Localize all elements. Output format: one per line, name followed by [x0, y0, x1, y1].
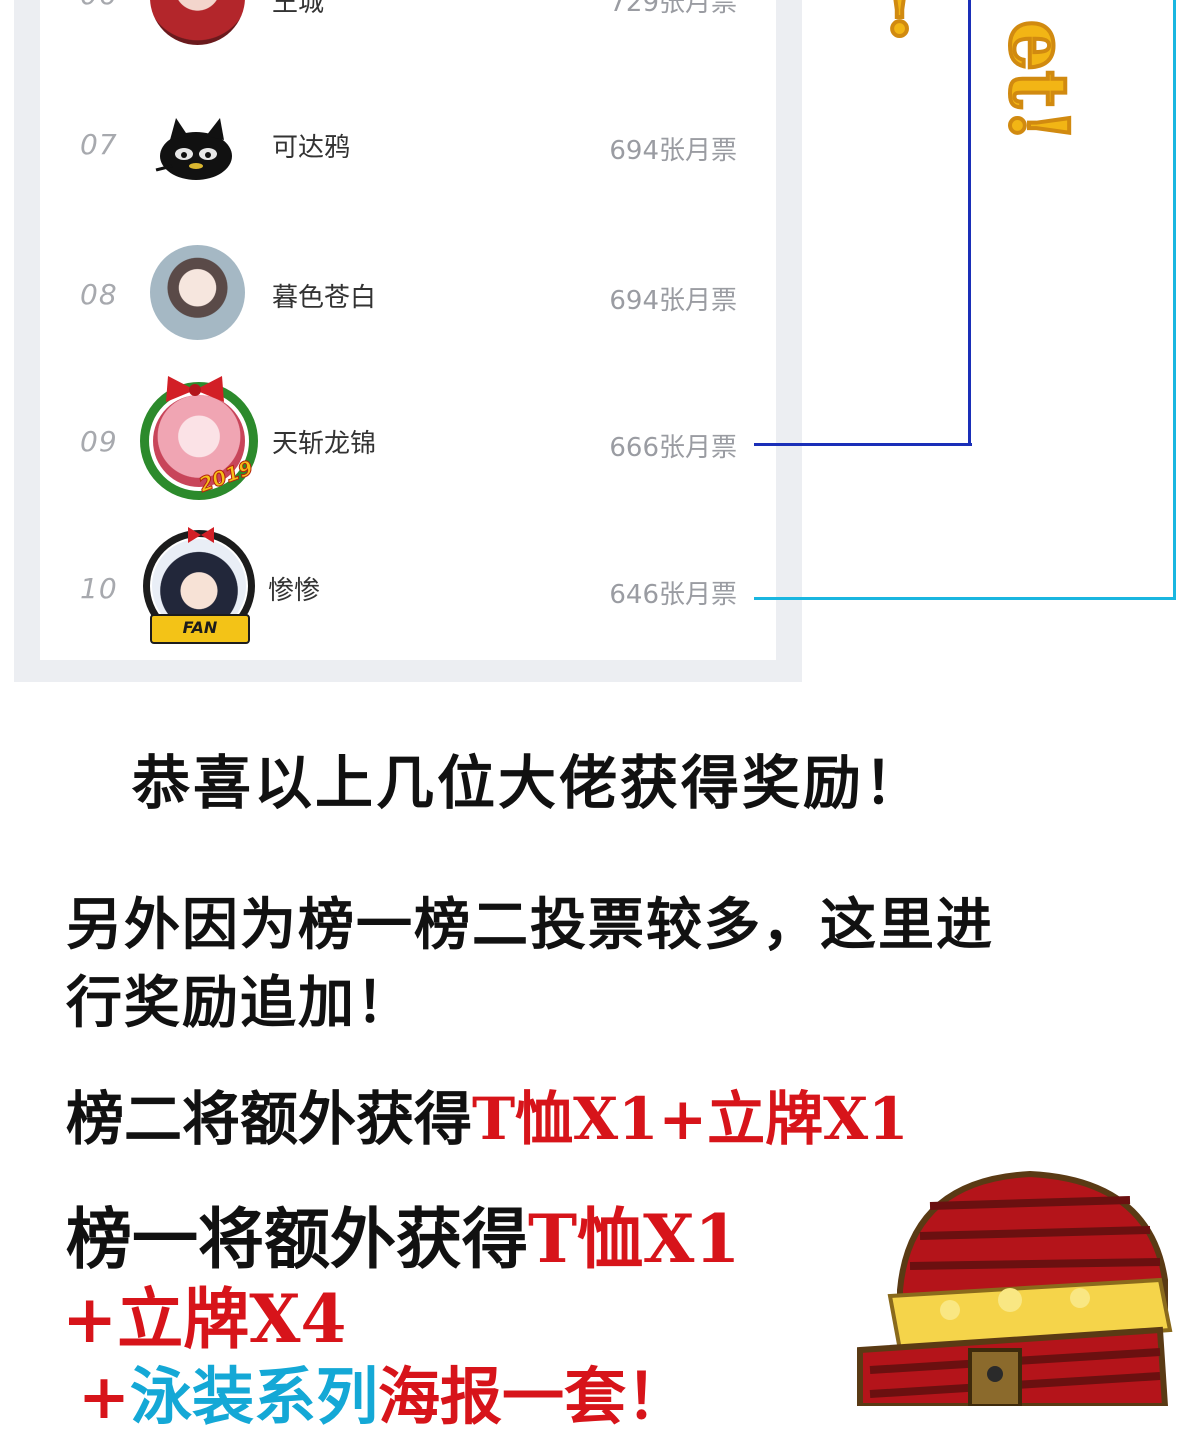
congrats-heading: 恭喜以上几位大佬获得奖励！ — [132, 749, 926, 817]
black-cat-icon — [155, 118, 232, 180]
avatar[interactable] — [150, 100, 245, 195]
plus-sign: + — [78, 1360, 130, 1433]
bow-icon — [166, 376, 224, 402]
connector-line-cyan-vertical — [1173, 0, 1176, 600]
rank-number: 06 — [80, 0, 118, 11]
connector-line-blue — [754, 443, 972, 446]
second-place-reward: 榜二将额外获得T恤X1+立牌X1 — [66, 1072, 909, 1156]
fan-badge: FAN — [150, 614, 250, 644]
first-place-prefix: 榜一将额外获得 — [66, 1200, 528, 1278]
swimsuit-series: 泳装系列 — [129, 1360, 378, 1433]
vote-count: 729张月票 — [609, 0, 737, 18]
username: 天斩龙锦 — [272, 429, 377, 459]
first-place-item-2: +立牌X4 — [62, 1280, 347, 1358]
connector-line-blue-vertical — [968, 0, 971, 446]
rank-number: 10 — [80, 572, 118, 605]
poster-set: 海报一套！ — [377, 1360, 688, 1433]
second-place-prefix: 榜二将额外获得 — [66, 1085, 473, 1153]
bow-icon — [188, 527, 214, 543]
avatar[interactable] — [153, 395, 245, 487]
sweet-decoration: et! — [990, 18, 1088, 145]
username: 暮色苍白 — [272, 283, 377, 313]
vote-count: 666张月票 — [609, 433, 737, 463]
treasure-chest-icon — [857, 1170, 1173, 1406]
avatar[interactable] — [150, 245, 245, 340]
first-place-item-3: +泳装系列海报一套！ — [78, 1346, 688, 1436]
extra-reward-line-2: 行奖励追加！ — [66, 970, 414, 1036]
extra-reward-line-1: 另外因为榜一榜二投票较多，这里进 — [66, 892, 994, 958]
rank-number: 09 — [80, 425, 118, 458]
second-place-items: T恤X1+立牌X1 — [472, 1085, 909, 1153]
rank-number: 08 — [80, 278, 118, 311]
first-place-item-1: T恤X1 — [528, 1200, 741, 1278]
first-place-reward: 榜一将额外获得T恤X1 — [66, 1186, 740, 1282]
username: 王城 — [272, 0, 325, 18]
vote-count: 694张月票 — [609, 136, 737, 166]
rank-number: 07 — [80, 128, 118, 161]
username: 可达鸦 — [272, 133, 351, 163]
connector-line-cyan — [754, 597, 1176, 600]
username: 惨惨 — [268, 576, 321, 606]
vote-count: 646张月票 — [609, 580, 737, 610]
exclamation-decoration: ! — [880, 0, 919, 56]
vote-count: 694张月票 — [609, 286, 737, 316]
